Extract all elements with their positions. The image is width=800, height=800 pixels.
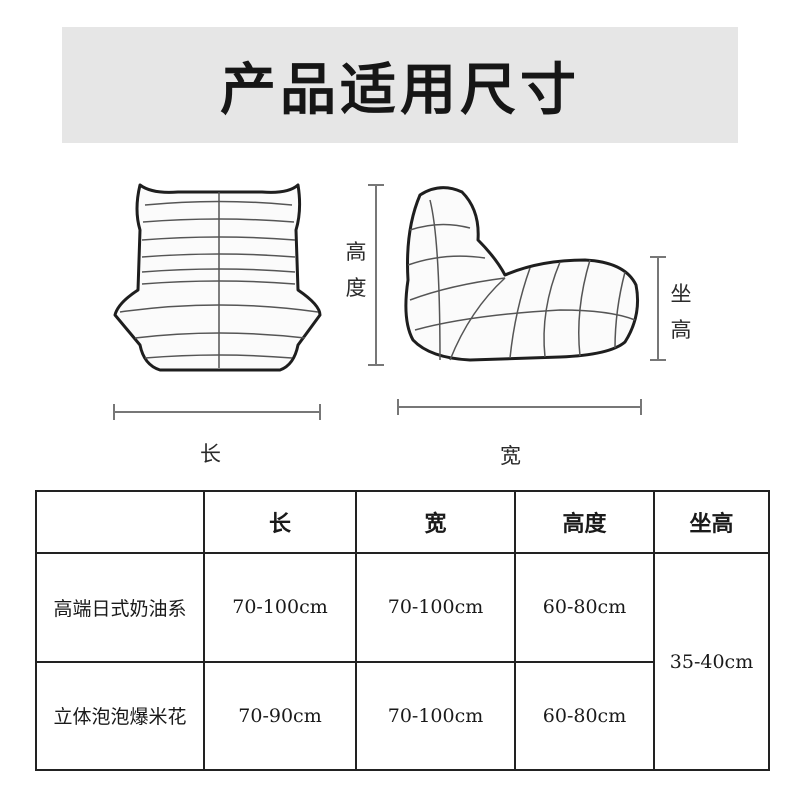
table-row: 立体泡泡爆米花 70-90cm 70-100cm 60-80cm (35, 660, 769, 771)
row-length: 70-90cm (203, 660, 357, 771)
table-header-width: 宽 (355, 490, 516, 554)
table-header-row: 长 宽 高度 坐高 (35, 490, 770, 554)
seat-height-label: 坐高 (670, 282, 692, 342)
row-height: 60-80cm (514, 552, 655, 663)
height-label: 高度 (345, 240, 367, 300)
table-header-empty (35, 490, 205, 554)
row-width: 70-100cm (355, 552, 516, 663)
dimension-lines (113, 184, 666, 420)
width-label: 宽 (500, 444, 521, 468)
row-height: 60-80cm (514, 660, 655, 771)
title-banner: 产品适用尺寸 (62, 27, 738, 143)
sofa-front-view (113, 183, 322, 372)
table-header-seat-height: 坐高 (653, 490, 770, 554)
row-name: 高端日式奶油系 (35, 552, 205, 663)
sofa-illustration (113, 183, 666, 420)
table-header-height: 高度 (514, 490, 655, 554)
size-table: 长 宽 高度 坐高 高端日式奶油系 70-100cm 70-100cm 60-8… (35, 490, 770, 771)
size-diagram: 高度 坐高 长 宽 (0, 160, 800, 480)
table-header-length: 长 (203, 490, 357, 554)
seat-height-value: 35-40cm (653, 552, 770, 771)
row-length: 70-100cm (203, 552, 357, 663)
length-label: 长 (200, 442, 221, 466)
row-name: 立体泡泡爆米花 (35, 660, 205, 771)
table-row: 高端日式奶油系 70-100cm 70-100cm 60-80cm 35-40c… (35, 552, 770, 771)
sofa-side-view (404, 186, 640, 362)
page-title: 产品适用尺寸 (220, 56, 580, 123)
row-width: 70-100cm (355, 660, 516, 771)
